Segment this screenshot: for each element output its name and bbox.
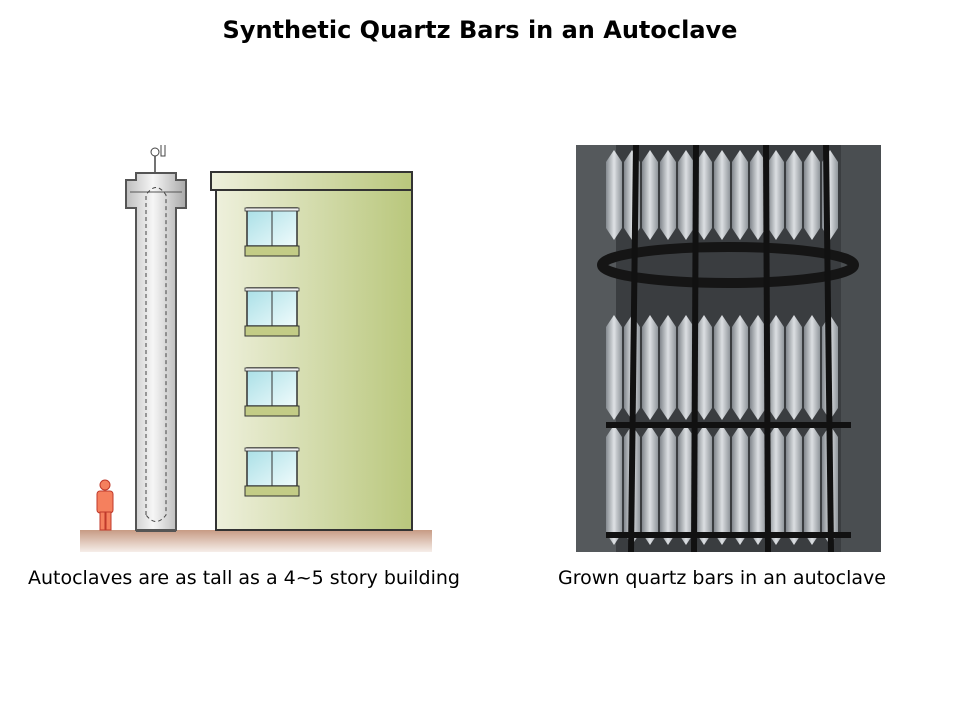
quartz-bar	[768, 150, 784, 240]
quartz-bar	[732, 425, 748, 545]
quartz-bar	[678, 315, 694, 420]
quartz-bar	[660, 425, 676, 545]
quartz-bars-photo	[576, 145, 881, 552]
autoclave	[125, 145, 187, 532]
quartz-bar	[732, 150, 748, 240]
ground	[80, 530, 432, 552]
building-window	[244, 447, 300, 497]
quartz-bar	[714, 425, 730, 545]
quartz-bar	[714, 315, 730, 420]
quartz-bar	[642, 150, 658, 240]
quartz-bar	[786, 425, 802, 545]
autoclave-building-illustration	[80, 145, 432, 552]
quartz-bar	[606, 315, 622, 420]
quartz-bar	[750, 150, 766, 240]
quartz-bar	[660, 150, 676, 240]
quartz-bar	[678, 425, 694, 545]
quartz-bar	[804, 315, 820, 420]
quartz-bar	[732, 315, 748, 420]
quartz-bar	[786, 150, 802, 240]
quartz-bar	[714, 150, 730, 240]
quartz-bar	[768, 315, 784, 420]
quartz-bar	[696, 425, 712, 545]
quartz-bar	[804, 150, 820, 240]
person-icon	[96, 479, 114, 531]
building-window	[244, 287, 300, 337]
quartz-bar	[642, 315, 658, 420]
quartz-bar	[642, 425, 658, 545]
quartz-bar	[678, 150, 694, 240]
quartz-bar	[606, 425, 622, 545]
right-caption: Grown quartz bars in an autoclave	[558, 567, 886, 589]
quartz-bar	[660, 315, 676, 420]
building	[210, 171, 413, 531]
slide-title: Synthetic Quartz Bars in an Autoclave	[222, 16, 738, 44]
building-window	[244, 207, 300, 257]
quartz-bar	[750, 425, 766, 545]
quartz-bar	[696, 315, 712, 420]
quartz-bar	[750, 315, 766, 420]
left-caption: Autoclaves are as tall as a 4~5 story bu…	[28, 567, 460, 589]
quartz-bar	[804, 425, 820, 545]
quartz-bar	[696, 150, 712, 240]
quartz-bar	[606, 150, 622, 240]
quartz-bar	[768, 425, 784, 545]
quartz-bar	[786, 315, 802, 420]
building-window	[244, 367, 300, 417]
